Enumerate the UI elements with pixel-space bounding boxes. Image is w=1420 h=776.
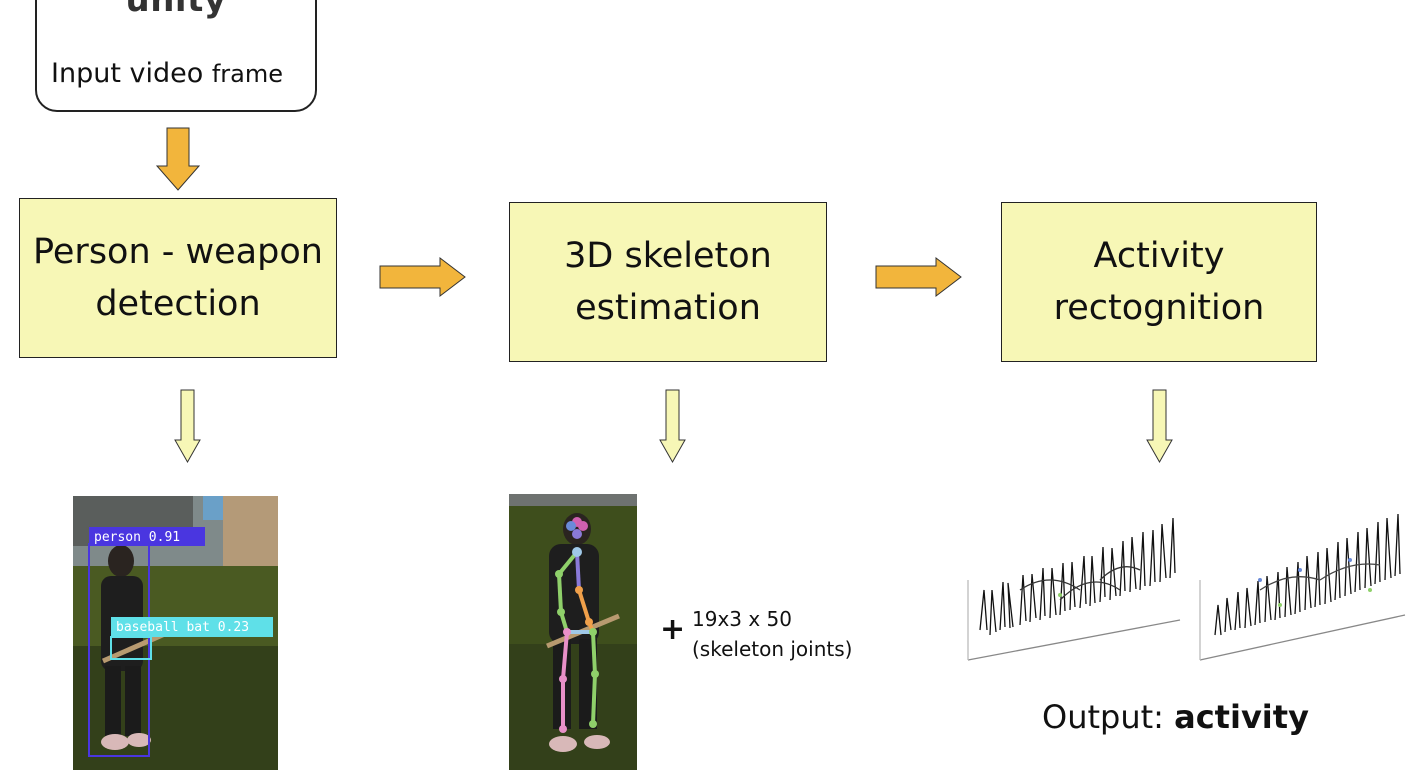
- down-arrow-input: [155, 127, 201, 191]
- down-arrow-activity: [1146, 389, 1173, 464]
- bat-label: baseball bat 0.23: [116, 620, 249, 635]
- person-label: person 0.91: [94, 530, 180, 545]
- right-arrow-1: [379, 256, 466, 298]
- bat-label-bg: [111, 617, 273, 637]
- stage-3d-skeleton-estimation: 3D skeleton estimation: [509, 202, 827, 362]
- activity-skeleton-sequence-images: [967, 513, 1406, 661]
- stage-activity-recognition: Activity rectognition: [1001, 202, 1317, 362]
- stage-detection-line1: Person - weapon: [33, 232, 323, 272]
- activity-sequence-right: [1199, 513, 1406, 661]
- skeleton-joints-caption: (skeleton joints): [692, 637, 853, 661]
- person-label-bg: [89, 527, 205, 546]
- unity-logo: unity: [125, 0, 227, 20]
- output-label: Output: activity: [1042, 698, 1309, 736]
- stage-activity-line2: rectognition: [1053, 288, 1265, 328]
- skeleton-result-image: [509, 494, 637, 770]
- input-label-small: frame: [211, 60, 284, 88]
- output-value: activity: [1174, 698, 1309, 736]
- output-prefix: Output:: [1042, 698, 1175, 736]
- stage-person-weapon-detection: Person - weapon detection: [19, 198, 337, 358]
- stage-detection-line2: detection: [95, 284, 261, 324]
- stage-skeleton-line2: estimation: [575, 288, 761, 328]
- detection-result-image: person 0.91 baseball bat 0.23: [73, 496, 278, 770]
- activity-sequence-left: [967, 517, 1181, 661]
- skeleton-joints-dimensions: 19x3 x 50: [692, 607, 793, 631]
- input-label-main: Input video: [51, 58, 204, 89]
- stage-activity-line1: Activity: [1093, 236, 1225, 276]
- right-arrow-2: [875, 256, 962, 298]
- plus-sign: +: [660, 612, 686, 647]
- input-video-box: unity Input video frame: [35, 0, 317, 112]
- down-arrow-skeleton: [659, 389, 686, 464]
- stage-skeleton-line1: 3D skeleton: [564, 236, 772, 276]
- down-arrow-detection: [174, 389, 201, 464]
- input-label: Input video frame: [51, 58, 283, 89]
